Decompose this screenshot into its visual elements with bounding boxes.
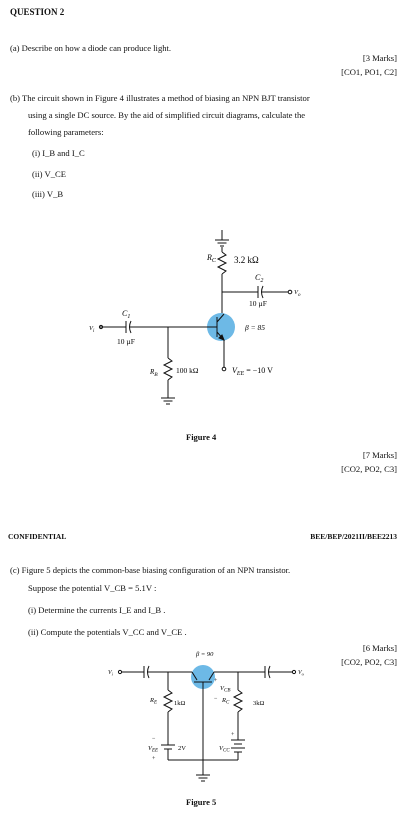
footer-confidential: CONFIDENTIAL	[8, 532, 67, 541]
part-b-outcomes: [CO2, PO2, C3]	[341, 464, 397, 474]
figure-4-caption: Figure 4	[186, 432, 217, 442]
part-a-text: (a) Describe on how a diode can produce …	[10, 43, 172, 53]
fig5-vcc-label: VCC	[219, 745, 230, 754]
part-c-outcomes: [CO2, PO2, C3]	[341, 657, 397, 667]
fig5-beta: β = 90	[195, 651, 214, 658]
fig4-c2-label: C2	[255, 273, 263, 284]
fig4-rc-label: RC	[206, 253, 217, 264]
part-b-line-1: (b) The circuit shown in Figure 4 illust…	[10, 93, 310, 103]
fig5-vee-label: VEE	[148, 745, 158, 754]
figure-5-circuit	[117, 665, 297, 782]
question-heading: QUESTION 2	[10, 7, 65, 17]
part-b-item-2: (ii) V_CE	[32, 169, 66, 179]
fig5-vo-label: Vo	[298, 670, 305, 677]
fig5-vcb-plus: +	[214, 678, 218, 684]
part-b-line-2: using a single DC source. By the aid of …	[28, 110, 306, 120]
part-b-item-1: (i) I_B and I_C	[32, 148, 85, 158]
fig4-c1-label: C1	[122, 309, 130, 320]
fig5-rc-label: RC	[221, 697, 230, 706]
fig4-rb-label: RB	[149, 368, 158, 378]
fig5-vcb: VCB	[220, 685, 230, 694]
fig4-c2-value: 10 µF	[249, 299, 267, 308]
part-b-marks: [7 Marks]	[362, 450, 397, 460]
part-c-line-2: Suppose the potential V_CB = 5.1V :	[28, 583, 157, 593]
part-a-marks: [3 Marks]	[362, 53, 397, 63]
fig4-rb-value: 100 kΩ	[176, 366, 199, 375]
fig5-vee-value: 2V	[178, 745, 186, 752]
fig5-vcb-minus: −	[214, 696, 218, 702]
fig4-rc-value: 3.2 kΩ	[234, 255, 259, 265]
fig5-vee-minus: −	[152, 736, 156, 742]
fig4-beta: β = 85	[244, 323, 265, 332]
part-c-marks: [6 Marks]	[362, 643, 397, 653]
fig4-vo-label: Vo	[294, 289, 301, 298]
fig4-vee: VEE = −10 V	[232, 366, 273, 377]
fig5-vee-plus: +	[152, 756, 156, 762]
part-c-item-1: (i) Determine the currents I_E and I_B .	[28, 605, 166, 615]
fig4-vi-label: Vi	[89, 325, 95, 334]
part-c-line-1: (c) Figure 5 depicts the common-base bia…	[10, 565, 291, 575]
part-a-outcomes: [CO1, PO1, C2]	[341, 67, 397, 77]
footer-code: BEE/BEP/2021II/BEE2213	[310, 532, 397, 541]
fig5-re-label: RE	[149, 697, 157, 706]
part-c-item-2: (ii) Compute the potentials V_CC and V_C…	[28, 627, 187, 637]
part-b-line-3: following parameters:	[28, 127, 104, 137]
fig5-rc-value: 3kΩ	[253, 700, 265, 707]
figure-5-caption: Figure 5	[186, 797, 217, 807]
fig5-vcc-plus: +	[231, 732, 235, 738]
fig4-c1-value: 10 µF	[117, 337, 135, 346]
part-b-item-3: (iii) V_B	[32, 189, 64, 199]
fig5-vi-label: Vi	[108, 670, 114, 677]
fig5-re-value: 1kΩ	[174, 700, 186, 707]
